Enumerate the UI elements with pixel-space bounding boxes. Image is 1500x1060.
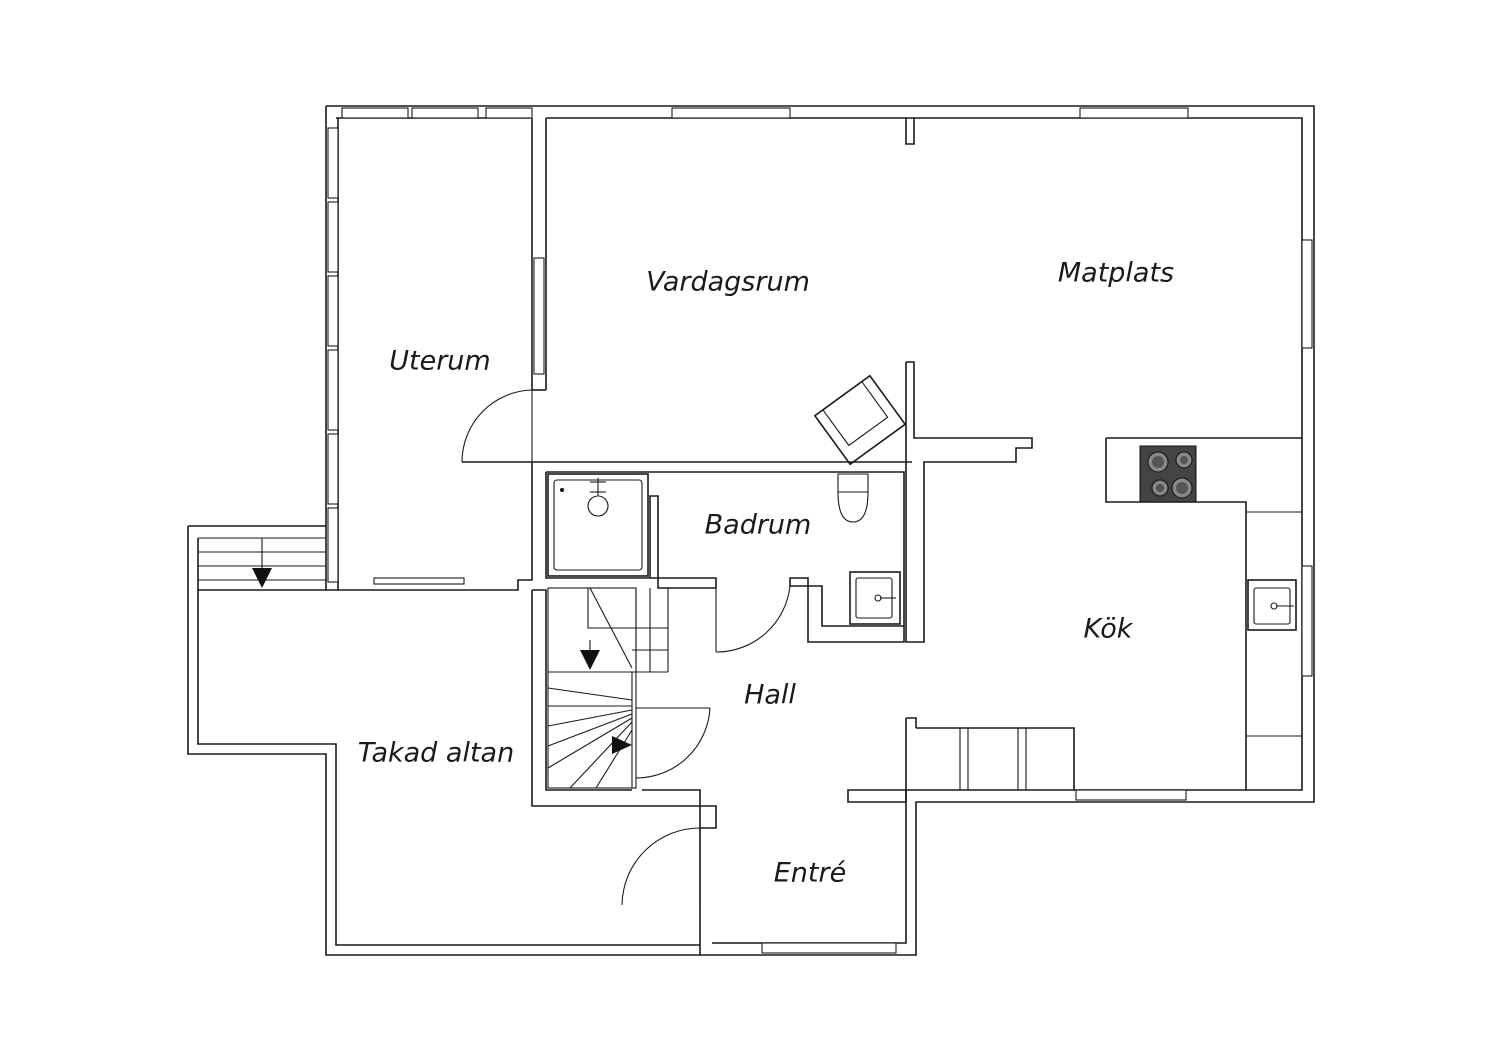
room-label-entre: Entré bbox=[774, 858, 846, 889]
room-label-uterum: Uterum bbox=[389, 346, 490, 377]
room-label-takad-altan: Takad altan bbox=[358, 738, 514, 769]
room-label-badrum: Badrum bbox=[705, 510, 812, 541]
room-labels: Uterum Vardagsrum Matplats Badrum Kök Ha… bbox=[358, 258, 1174, 889]
room-label-kok: Kök bbox=[1084, 614, 1134, 645]
exterior-walls bbox=[325, 105, 1315, 956]
room-label-vardagsrum: Vardagsrum bbox=[646, 267, 810, 298]
interior-walls bbox=[532, 118, 1302, 829]
room-label-hall: Hall bbox=[744, 680, 796, 711]
staircase bbox=[547, 587, 669, 789]
room-label-matplats: Matplats bbox=[1058, 258, 1174, 289]
windows bbox=[327, 107, 1313, 954]
doors bbox=[461, 374, 907, 906]
